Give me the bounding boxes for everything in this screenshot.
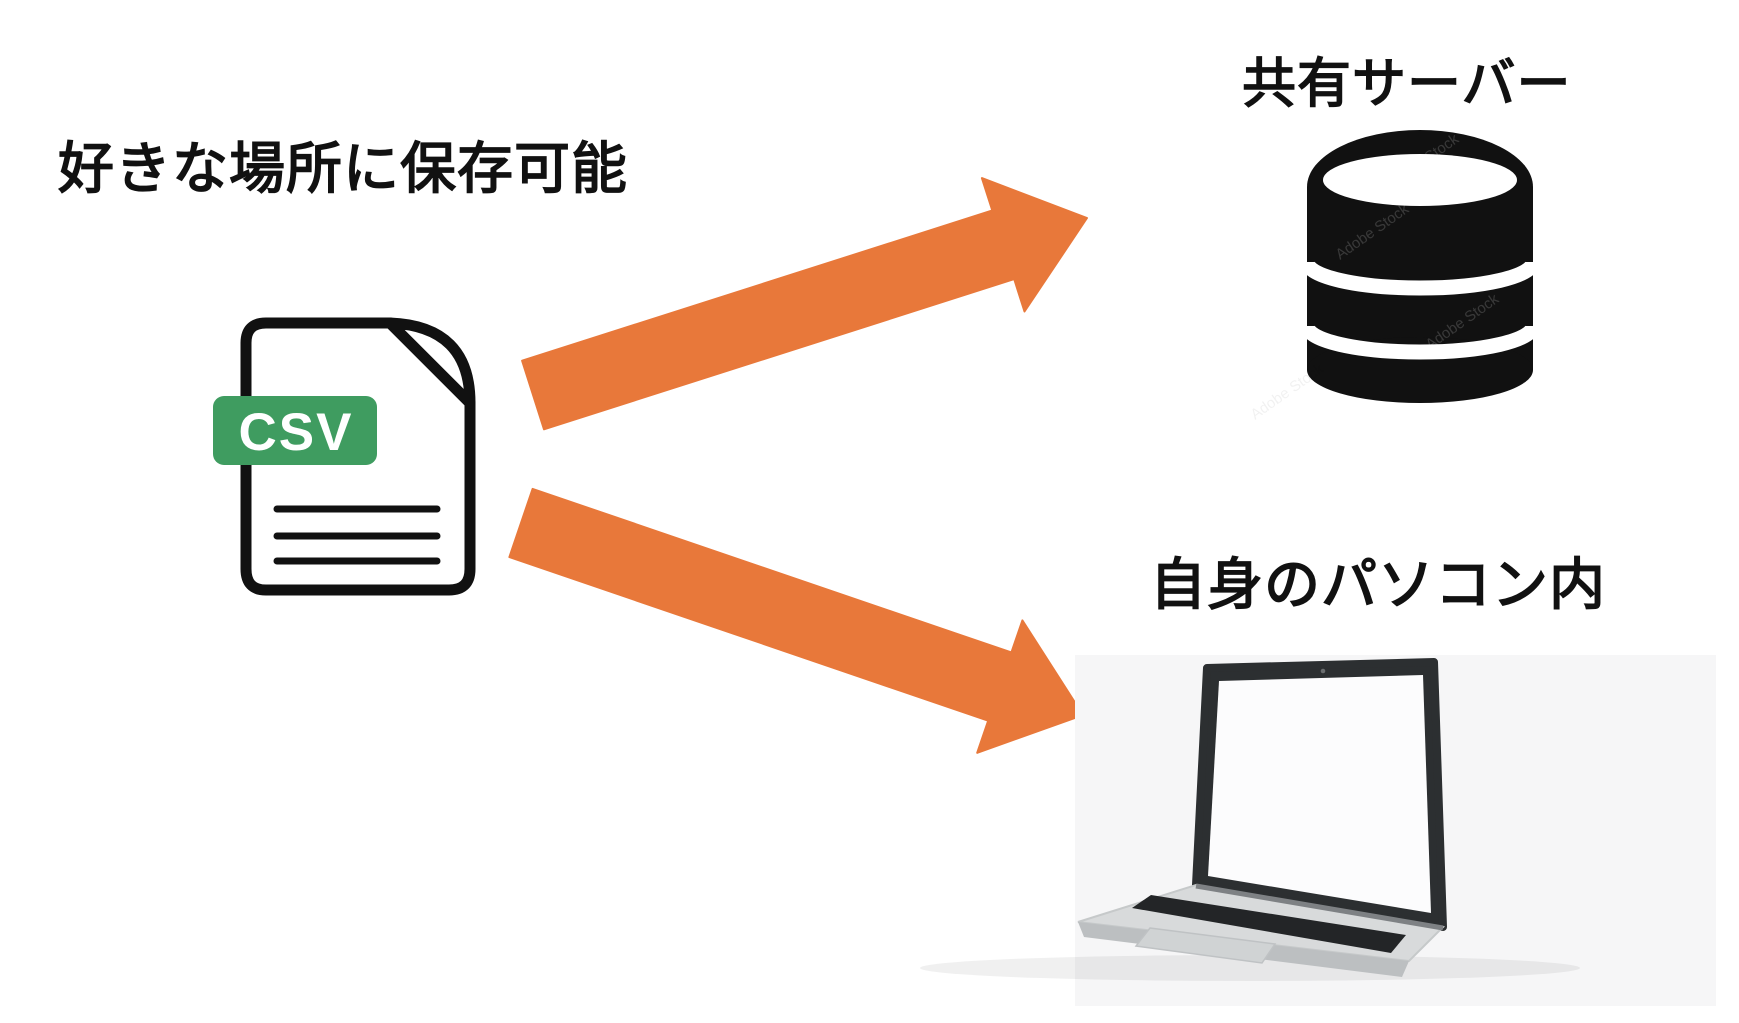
database-icon: Adobe Stock Adobe Stock Adobe Stock Adob… (1248, 130, 1541, 423)
db-top-opening (1323, 154, 1517, 206)
folded-corner (384, 317, 476, 409)
arrow-right-up-icon (521, 177, 1088, 431)
csv-badge (213, 396, 377, 465)
laptop-keyboard (1132, 895, 1406, 953)
caption-save-anywhere: 好きな場所に保存可能 (58, 137, 628, 200)
arrow-to-pc (508, 487, 1084, 754)
stock-watermark: Adobe Stock (1248, 360, 1328, 423)
webcam-dot-icon (1320, 668, 1326, 674)
laptop-icon (920, 655, 1716, 1006)
laptop-screen (1208, 675, 1431, 913)
arrow-right-down-icon (508, 487, 1084, 754)
arrow-to-server (521, 177, 1088, 431)
csv-file-icon: CSV (213, 317, 476, 596)
laptop-trackpad (1134, 927, 1277, 964)
laptop-shadow (920, 955, 1580, 981)
csv-badge-label: CSV (239, 403, 354, 462)
laptop-hinge (1195, 883, 1444, 931)
label-shared-server: 共有サーバー (1242, 54, 1572, 114)
db-separator (1299, 324, 1541, 360)
label-own-pc: 自身のパソコン内 (1150, 553, 1606, 616)
db-separator (1299, 260, 1541, 296)
